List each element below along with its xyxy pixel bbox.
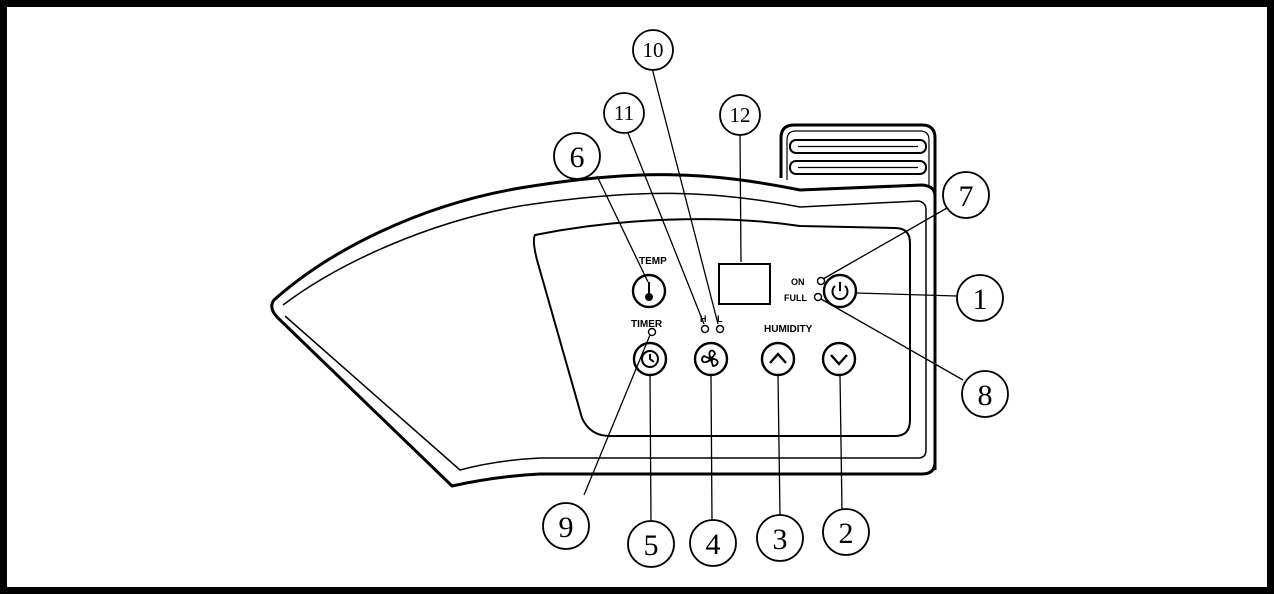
on-indicator: [816, 276, 826, 286]
callout-2: 2: [822, 508, 870, 556]
vent-tab: [779, 123, 937, 470]
fan-icon: [701, 349, 719, 367]
display-window: [718, 263, 771, 305]
svg-text:9: 9: [559, 511, 574, 544]
svg-text:3: 3: [773, 523, 788, 556]
fan-low-indicator: [715, 324, 725, 334]
timer-indicator: [647, 327, 657, 337]
callout-6: 6: [553, 132, 601, 180]
callout-9: 9: [542, 502, 590, 550]
callout-5: 5: [627, 520, 675, 568]
power-button[interactable]: [822, 273, 858, 309]
fan-high-label: H: [700, 314, 707, 324]
svg-text:7: 7: [959, 180, 974, 213]
svg-text:10: 10: [643, 38, 664, 62]
svg-text:6: 6: [570, 141, 585, 174]
humidity-down-button[interactable]: [821, 341, 857, 377]
humidity-up-button[interactable]: [760, 341, 796, 377]
fan-button[interactable]: [693, 341, 729, 377]
callout-4: 4: [689, 519, 737, 567]
callout-1: 1: [956, 274, 1004, 322]
fan-low-label: L: [717, 314, 723, 324]
full-label: FULL: [784, 293, 807, 303]
panel-body: [270, 173, 937, 488]
thermometer-icon: [645, 282, 653, 301]
svg-text:2: 2: [839, 517, 854, 550]
callout-7: 7: [942, 171, 990, 219]
timer-button[interactable]: [632, 341, 668, 377]
panel-inner-edge: [282, 192, 927, 471]
on-label: ON: [791, 277, 805, 287]
svg-text:11: 11: [614, 101, 634, 125]
svg-text:5: 5: [644, 529, 659, 562]
callout-3: 3: [756, 514, 804, 562]
callout-8: 8: [961, 370, 1009, 418]
vent-slot: [789, 139, 927, 154]
timer-label: TIMER: [631, 319, 663, 330]
control-recess: [532, 218, 911, 437]
callout-10: 10: [632, 29, 674, 71]
leader-line-12: [739, 134, 742, 263]
chevron-down-icon: [830, 354, 848, 366]
leader-lines: [583, 67, 964, 524]
svg-text:1: 1: [973, 283, 988, 316]
callout-11: 11: [603, 92, 645, 134]
temp-label: TEMP: [639, 256, 667, 267]
vent-slot: [789, 160, 927, 175]
svg-text:12: 12: [730, 103, 751, 127]
svg-text:8: 8: [978, 379, 993, 412]
chevron-up-icon: [769, 352, 787, 364]
fan-high-indicator: [700, 324, 710, 334]
clock-icon: [641, 350, 659, 368]
svg-text:4: 4: [706, 528, 721, 561]
temp-button[interactable]: [631, 273, 667, 309]
callout-12: 12: [719, 94, 761, 136]
humidity-label: HUMIDITY: [764, 324, 813, 335]
full-indicator: [813, 292, 823, 302]
power-icon: [831, 282, 849, 301]
